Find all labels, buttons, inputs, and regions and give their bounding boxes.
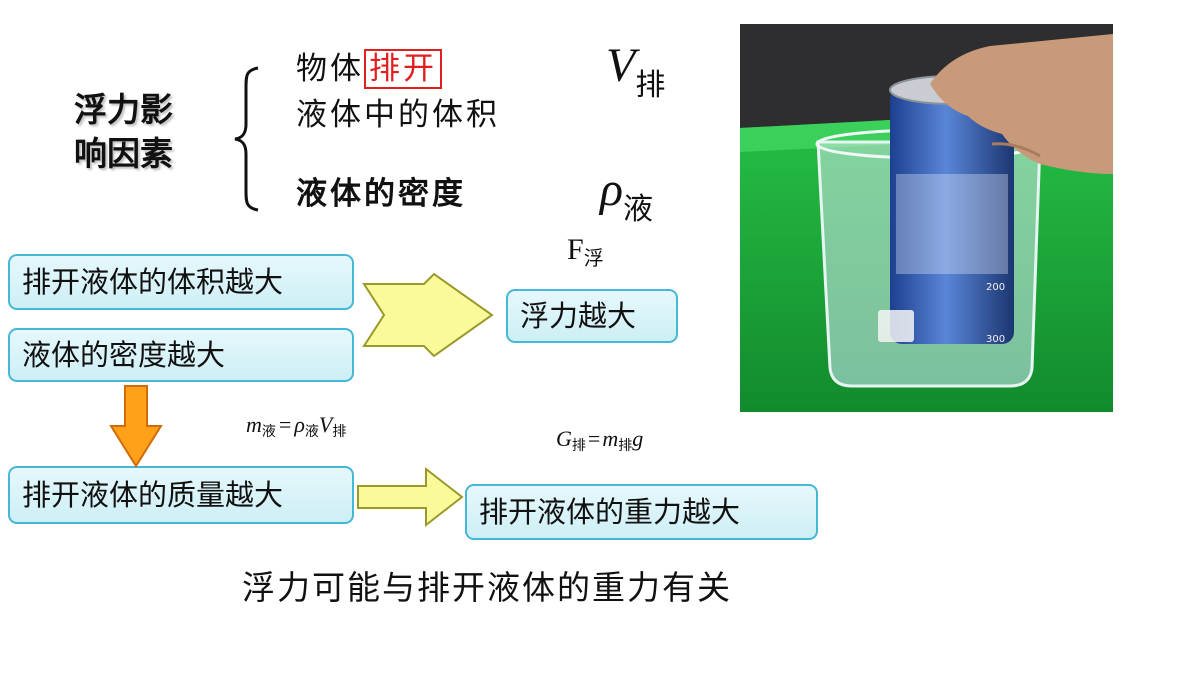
right-arrow-icon bbox=[357, 466, 464, 528]
highlight-paikai: 排开 bbox=[364, 49, 442, 89]
box-volume-larger: 排开液体的体积越大 bbox=[8, 254, 354, 310]
beaker-can-photo-icon: 200 300 bbox=[740, 24, 1113, 412]
box-density-larger: 液体的密度越大 bbox=[8, 328, 354, 382]
experiment-photo: 200 300 bbox=[740, 24, 1113, 412]
factor-density: 液体的密度 bbox=[296, 176, 466, 212]
factor-volume: 物体排开 液体中的体积 bbox=[296, 46, 500, 138]
box-mass-larger: 排开液体的质量越大 bbox=[8, 466, 354, 524]
symbol-f-fu: F浮 bbox=[567, 233, 604, 270]
factors-title: 浮力影 响因素 bbox=[74, 88, 173, 176]
formula-weight: G排=m排g bbox=[556, 426, 644, 454]
curly-brace-icon bbox=[234, 66, 259, 212]
factors-title-line2: 响因素 bbox=[74, 134, 173, 173]
svg-text:200: 200 bbox=[986, 282, 1005, 293]
conclusion-text: 浮力可能与排开液体的重力有关 bbox=[242, 568, 732, 607]
notched-arrow-icon bbox=[362, 272, 494, 358]
down-arrow-icon bbox=[109, 385, 163, 468]
box-buoyancy-larger: 浮力越大 bbox=[506, 289, 678, 343]
factor-volume-line2: 液体中的体积 bbox=[296, 97, 500, 133]
box-weight-larger: 排开液体的重力越大 bbox=[465, 484, 818, 540]
symbol-rho-ye: ρ液 bbox=[600, 163, 654, 227]
formula-mass: m液=ρ液V排 bbox=[246, 412, 347, 440]
symbol-v-pai: V排 bbox=[606, 39, 666, 103]
factors-title-line1: 浮力影 bbox=[74, 90, 173, 129]
factor-volume-prefix: 物体 bbox=[296, 51, 364, 87]
svg-text:300: 300 bbox=[986, 334, 1005, 345]
